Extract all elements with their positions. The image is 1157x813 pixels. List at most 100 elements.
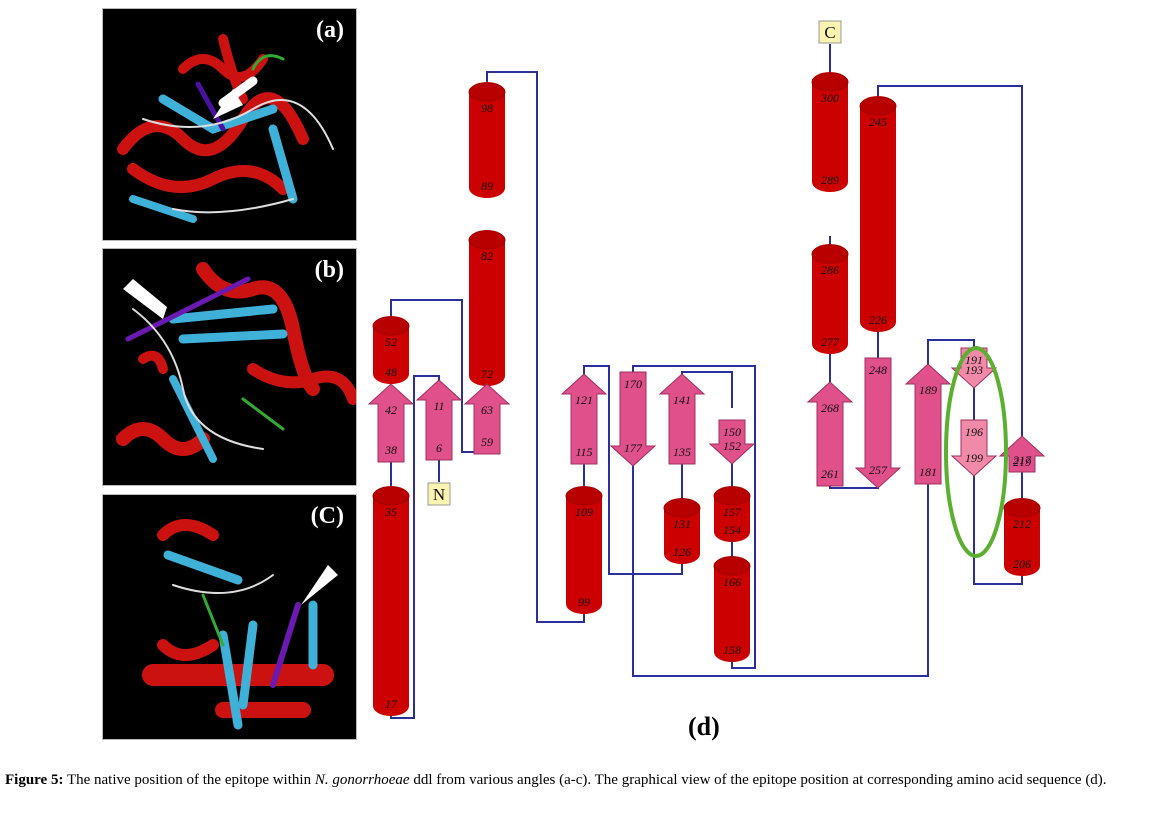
helix-cap <box>565 486 603 506</box>
helix-label-end: 52 <box>385 335 397 349</box>
strand-arrow-up <box>560 373 608 465</box>
helix-cylinder <box>714 556 750 662</box>
n-terminus: N <box>427 482 451 506</box>
helix-cylinder <box>1004 498 1040 576</box>
epitope-arrow-icon <box>213 89 243 119</box>
helix-cap <box>663 498 701 518</box>
helix-label-start: 17 <box>385 697 398 711</box>
helix-cylinder <box>812 72 848 192</box>
protein-ribbon-image-b <box>116 262 356 463</box>
structure-panel-b: (b) <box>102 248 357 486</box>
strand-label-start: 196 <box>965 425 983 439</box>
strand-label-end: 257 <box>869 463 888 477</box>
helix-label-start: 89 <box>481 179 493 193</box>
helix-cap <box>372 316 410 336</box>
n-terminus-box <box>427 482 451 506</box>
strand-label-end: 219 <box>1013 455 1031 469</box>
strand-arrow-down <box>609 371 657 467</box>
strand-arrow-up <box>367 383 415 463</box>
epitope-arrow-icon <box>123 279 167 319</box>
strand-196-199: 196 199 <box>950 419 998 477</box>
strand-label-start: 181 <box>919 465 937 479</box>
helix-label-start: 277 <box>821 335 840 349</box>
helix-label-start: 226 <box>869 313 887 327</box>
helix-cylinder <box>373 486 409 716</box>
epitope-highlight-ring <box>944 346 1008 558</box>
helix-label-end: 98 <box>481 101 493 115</box>
strand-arrow-down <box>950 419 998 477</box>
strand-arrow-down <box>854 357 902 489</box>
c-terminus-label: C <box>824 23 835 42</box>
panel-label-b: (b) <box>314 257 344 283</box>
strand-6-11: 11 6 <box>415 379 463 461</box>
protein-ribbon-image-a <box>117 34 334 223</box>
helix-cap <box>713 556 751 576</box>
caption-text-2: ddl from various angles (a-c). The graph… <box>409 772 1107 788</box>
caption-text-1: The native position of the epitope withi… <box>63 772 315 788</box>
n-terminus-label: N <box>433 485 445 504</box>
helix-cylinder <box>860 96 896 332</box>
structure-panel-c: (C) <box>102 494 357 740</box>
strand-label-start: 170 <box>624 377 642 391</box>
c-terminus-box <box>818 20 842 44</box>
strand-label-start: 6 <box>436 441 442 455</box>
helix-cap <box>372 486 410 506</box>
strand-label-end: 42 <box>385 403 397 417</box>
strand-arrow-down <box>708 419 756 465</box>
helix-label-start: 99 <box>578 595 590 609</box>
strand-arrow-up <box>415 379 463 461</box>
helix-cap <box>811 72 849 92</box>
strand-label-end: 199 <box>965 451 983 465</box>
helix-cylinder <box>812 244 848 354</box>
helix-89-98: 98 89 <box>468 82 506 198</box>
figure-caption: Figure 5: The native position of the epi… <box>5 770 1155 791</box>
panel-label-a: (a) <box>316 17 344 43</box>
topology-diagram: 3517524882729889109991311261571541661582… <box>367 20 1046 719</box>
strand-38-42: 42 38 <box>367 383 415 463</box>
helix-cylinder <box>469 82 505 198</box>
strand-label-start: 217 <box>1013 453 1032 467</box>
helix-label-end: 82 <box>481 249 493 263</box>
helix-label-start: 206 <box>1013 557 1031 571</box>
helix-label-end: 166 <box>723 575 741 589</box>
strand-label-start: 115 <box>575 445 592 459</box>
strand-label-end: 189 <box>919 383 937 397</box>
helix-72-82: 82 72 <box>468 230 506 386</box>
structure-panel-a: (a) <box>102 8 357 241</box>
helix-label-start: 154 <box>723 523 741 537</box>
strand-label-end: 63 <box>481 403 493 417</box>
helix-label-start: 126 <box>673 545 691 559</box>
caption-species: N. gonorrhoeae <box>314 772 410 788</box>
helix-label-start: 48 <box>385 365 397 379</box>
helix-label-end: 109 <box>575 505 593 519</box>
caption-prefix: Figure 5: <box>5 772 64 788</box>
strand-label-end: 11 <box>433 399 444 413</box>
strand-label-end: 152 <box>723 439 741 453</box>
strand-label-end: 268 <box>821 401 839 415</box>
strand-label-start: 191 <box>965 353 983 367</box>
helix-cap <box>811 244 849 264</box>
helix-48-52: 52 48 <box>372 316 410 384</box>
helix-label-start: 72 <box>481 367 493 381</box>
strand-arrow-up <box>904 363 952 485</box>
helix-cap <box>713 486 751 506</box>
strand-label-start: 135 <box>673 445 691 459</box>
strand-label-start: 59 <box>481 435 493 449</box>
helix-cap <box>1003 498 1041 518</box>
c-terminus: C <box>818 20 842 44</box>
strand-label-start: 248 <box>869 363 887 377</box>
helix-label-start: 289 <box>821 173 839 187</box>
helix-label-end: 157 <box>723 505 742 519</box>
helix-cap <box>859 96 897 116</box>
panel-label-c: (C) <box>310 503 344 529</box>
strand-label-start: 38 <box>384 443 397 457</box>
